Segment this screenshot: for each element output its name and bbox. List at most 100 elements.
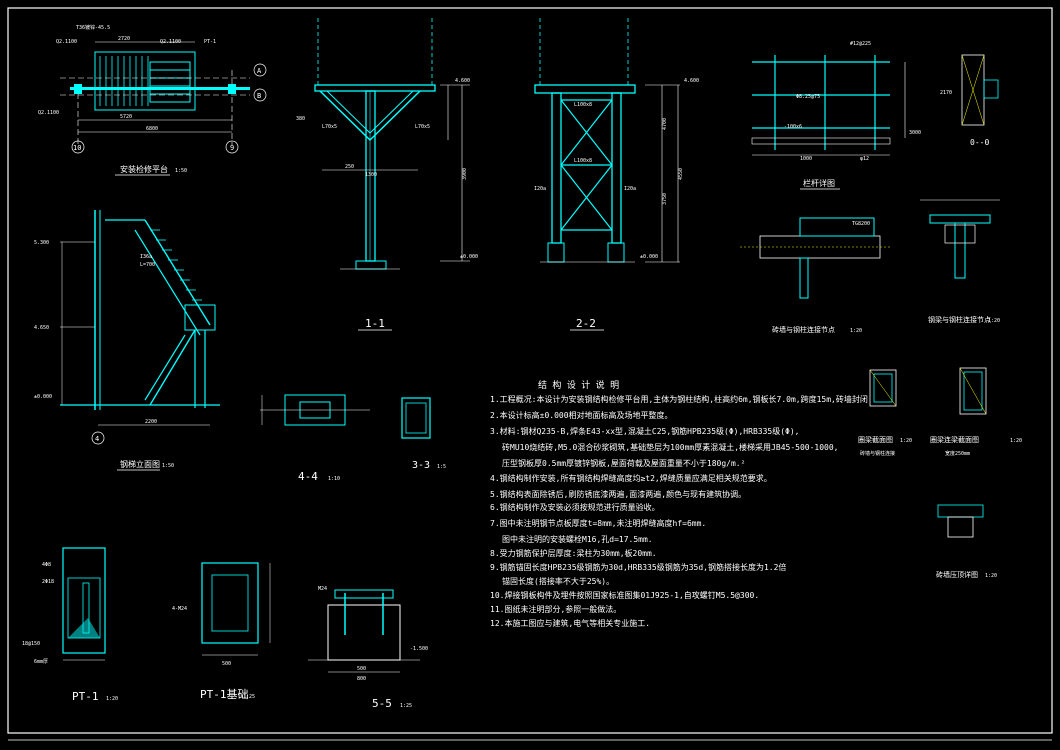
s11-label-l70b: L70x5 (415, 124, 430, 130)
stair-label-l700: L=700 (140, 262, 155, 268)
rail-dim-3000: 3000 (909, 130, 921, 136)
s11-dim-3900: 3900 (462, 168, 468, 180)
stair-label-i36a: I36a (140, 254, 152, 260)
plan-dim-total: 6800 (146, 126, 158, 132)
beam-section-1-scale: 1:20 (900, 438, 912, 444)
beam-section-2-view: 圈梁连梁截面图 1:20 宽度250mm (930, 367, 1022, 457)
grid-axis-9: 9 (230, 144, 234, 152)
beam-section-1-view: 圈梁截面图 1:20 砖墙与钢柱连接 (858, 369, 912, 457)
plan-dim-top: 2720 (118, 36, 130, 42)
rail-label-bar: #12@225 (850, 41, 871, 47)
rail-label-phi: φ12 (860, 156, 869, 162)
note-item: 8.受力钢筋保护层厚度:梁柱为30mm,板20mm. (490, 548, 657, 558)
platform-plan-view: 2720 6800 5720 T36镀锌-45.5 Q2.1100 Q2.110… (38, 24, 267, 176)
section-2-2-title: 2-2 (576, 317, 596, 330)
s22-label-i20a-left: I20a (534, 186, 546, 192)
s55-dim-500: 500 (357, 666, 366, 672)
beam-column-node-title: 钢梁与钢柱连接节点 (928, 315, 991, 324)
s11-level-bottom: ±0.000 (460, 254, 478, 260)
section-3-3-view: 3-3 1:5 (401, 397, 446, 471)
stair-dim-2200: 2200 (145, 419, 157, 425)
note-item: 3.材料:钢材Q235-B,焊条E43-xx型,混凝土C25,钢筋HPB235级… (490, 426, 799, 436)
note-item: 6.钢结构制作及安装必须按规范进行质量验收。 (490, 502, 660, 512)
section-1-1-title: 1-1 (365, 317, 385, 330)
s22-level-top: 4.600 (684, 78, 699, 84)
section-1-1-view: 4.600 ±0.000 380 3900 1300 250 L70x5 L70… (296, 18, 478, 331)
beam-column-node-scale: 1:20 (988, 318, 1000, 324)
s11-dim-1300: 1300 (365, 172, 377, 178)
beam-section-2-title: 圈梁连梁截面图 (930, 435, 979, 444)
stair-level-000: ±0.000 (34, 394, 52, 400)
pt1-label-3: 18@150 (22, 641, 40, 647)
stair-elevation-view: 5.300 4.650 ±0.000 I36a L=700 2200 4 钢梯立… (34, 210, 220, 471)
s00-dim: 2170 (940, 90, 952, 96)
section-0-0-view: 2170 0--0 (940, 54, 999, 147)
wall-top-scale: 1:20 (985, 573, 997, 579)
note-item: 1.工程概况:本设计为安装钢结构检修平台用,主体为钢柱结构,柱高约6m,钢板长7… (490, 394, 868, 404)
pt1-label-2: 2Φ18 (42, 579, 54, 585)
section-4-4-scale: 1:10 (328, 476, 340, 482)
grid-axis-a: A (257, 67, 262, 75)
note-item: 10.焊接钢板构件及埋件按照国家标准图集01J925-1,自攻螺钉M5.5@30… (490, 590, 759, 600)
s22-level-bottom: ±0.000 (640, 254, 658, 260)
note-item: 压型钢板厚0.5mm厚镀锌钢板,屋面荷载及屋面重量不小于180g/m.² (502, 458, 745, 468)
s11-dim-250: 250 (345, 164, 354, 170)
note-item: 砖MU10烧结砖,M5.0混合砂浆砌筑,基础垫层为100mm厚素混凝土,楼梯采用… (502, 442, 839, 452)
stair-elevation-scale: 1:50 (162, 463, 174, 469)
s22-label-i20a-right: I20a (624, 186, 636, 192)
rail-dim-1000: 1000 (800, 156, 812, 162)
platform-plan-scale: 1:50 (175, 168, 187, 174)
note-item: 7.图中未注明钢节点板厚度t=8mm,未注明焊缝高度hf=6mm. (490, 518, 706, 528)
brick-column-node-view: TG8200 砖墙与钢柱连接节点 1:20 (740, 217, 890, 334)
s11-level-top: 4.600 (455, 78, 470, 84)
s22-label-l100b: L100x8 (574, 158, 592, 164)
note-item: 锚固长度(搭接率不大于25%)。 (502, 576, 614, 586)
pt1-base-title: PT-1基础 (200, 688, 249, 701)
platform-plan-title: 安装检修平台 (120, 164, 168, 174)
sheet-border (7, 7, 1053, 734)
grid-axis-10: 10 (73, 144, 81, 152)
section-3-3-scale: 1:5 (437, 464, 446, 470)
plan-label-2: Q2.1100 (56, 39, 77, 45)
plan-label-4: PT-1 (204, 39, 216, 45)
section-5-5-view: M24 -1.500 500 800 5-5 1:25 (308, 586, 428, 710)
stair-elevation-title: 钢梯立面图 (120, 459, 160, 469)
s22-dim-4550: 4550 (678, 168, 684, 180)
s55-level: -1.500 (410, 646, 428, 652)
section-2-2-view: 4.600 ±0.000 L100x8 L100x8 I20a I20a 470… (534, 18, 699, 331)
brick-node-label: TG8200 (852, 221, 870, 227)
note-item: 11.图纸未注明部分,参照一般做法。 (490, 604, 621, 614)
note-item: 5.钢结构表面除锈后,刷防锈底漆两遍,面漆两遍,颜色与现有建筑协调。 (490, 489, 746, 499)
stair-axis-4: 4 (95, 435, 99, 443)
section-4-4-view: 4-4 1:10 (260, 394, 370, 483)
rail-elevation-view: #12@225 Φ8.25@75 -100x6 φ12 1000 3000 栏杆… (751, 41, 921, 190)
note-item: 9.钢筋锚固长度HPB235级钢筋为30d,HRB335级钢筋为35d,钢筋搭接… (490, 562, 786, 572)
pt1-base-scale: 1:25 (243, 694, 255, 700)
pt1-base-label: 4-M24 (172, 606, 187, 612)
section-4-4-title: 4-4 (298, 470, 318, 483)
pt1-base-dim: 500 (222, 661, 231, 667)
beam-section-1-sub: 砖墙与钢柱连接 (860, 450, 895, 457)
notes-title: 结 构 设 计 说 明 (538, 379, 619, 391)
pt1-title: PT-1 (72, 690, 99, 703)
pt1-base-view: 4-M24 500 PT-1基础 1:25 (172, 562, 271, 701)
grid-axis-b: B (257, 92, 261, 100)
section-5-5-scale: 1:25 (400, 703, 412, 709)
note-item: 图中未注明的安装螺栓M16,孔d=17.5mm. (502, 534, 653, 544)
pt1-label-4: 6mm厚 (34, 659, 48, 665)
structural-notes: 结 构 设 计 说 明 1.工程概况:本设计为安装钢结构检修平台用,主体为钢柱结… (490, 379, 868, 628)
plan-label-5: Q2.1100 (38, 110, 59, 116)
pt1-view: 4Φ8 2Φ18 18@150 6mm厚 PT-1 1:20 (22, 547, 118, 703)
pt1-scale: 1:20 (106, 696, 118, 702)
note-item: 4.钢结构制作安装,所有钢结构焊缝高度均≥t2,焊缝质量应满足相关规范要求。 (490, 473, 772, 483)
beam-section-1-title: 圈梁截面图 (858, 435, 893, 444)
stair-level-465: 4.650 (34, 325, 49, 331)
s55-dim-800: 800 (357, 676, 366, 682)
plan-dim-mid: 5720 (120, 114, 132, 120)
rail-label-rebar: Φ8.25@75 (796, 94, 820, 100)
s22-dim-4700: 4700 (662, 118, 668, 130)
wall-top-view: 砖墙压顶详图 1:20 (936, 504, 997, 579)
pt1-label-1: 4Φ8 (42, 562, 51, 568)
s11-dim-380: 380 (296, 116, 305, 122)
